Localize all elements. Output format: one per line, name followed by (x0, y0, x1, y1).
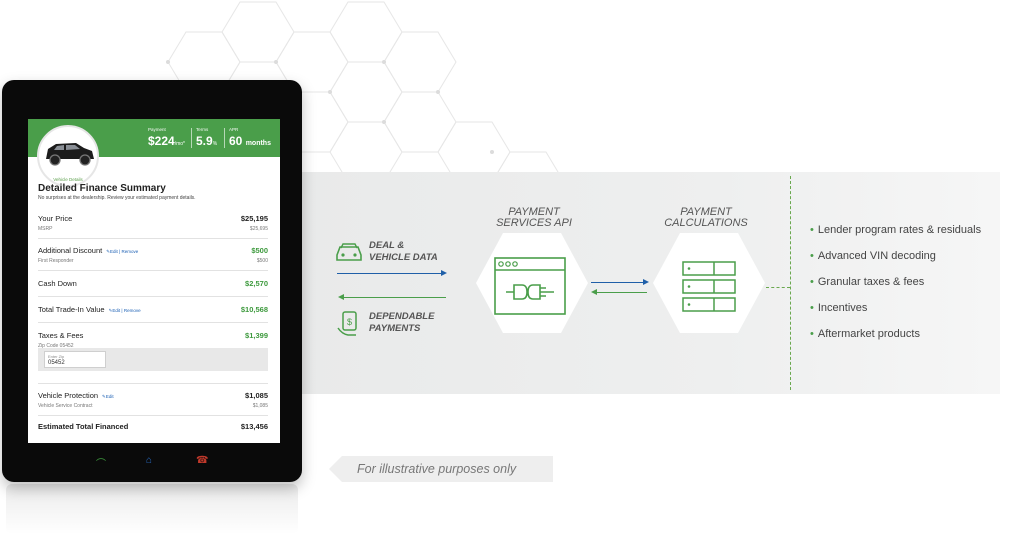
tablet-reflection (6, 484, 298, 534)
feature-item: •Incentives (810, 302, 981, 328)
zip-panel: Enter Zip 05452 (38, 348, 268, 371)
edit-link[interactable]: Edit (106, 394, 114, 399)
row-divider (38, 383, 268, 384)
tablet-screen: Payment $224/mo* Terms 5.9% APR 60 month… (28, 119, 280, 443)
stat-separator (224, 128, 225, 148)
summary-title: Detailed Finance Summary (38, 183, 166, 194)
car-icon (334, 240, 364, 264)
row-divider (38, 322, 268, 323)
summary-subtitle: No surprises at the dealership. Review y… (38, 195, 196, 201)
row-divider (38, 238, 268, 239)
dependable-payments-label: DEPENDABLE PAYMENTS (369, 311, 434, 335)
server-stack-icon (682, 260, 736, 314)
api-to-calc-arrow (591, 282, 647, 283)
api-label: PAYMENT SERVICES API (490, 207, 578, 229)
row-divider (38, 270, 268, 271)
response-arrow (340, 297, 446, 298)
feature-item: •Granular taxes & fees (810, 276, 981, 302)
row-divider (38, 296, 268, 297)
svg-text:$: $ (347, 317, 352, 327)
feature-item: •Lender program rates & residuals (810, 224, 981, 250)
edit-link[interactable]: Edit (112, 308, 120, 313)
feature-item: •Aftermarket products (810, 328, 981, 354)
suv-car-icon (40, 133, 98, 173)
remove-link[interactable]: Remove (124, 308, 141, 313)
vehicle-details-label: Vehicle Details (39, 177, 97, 182)
tablet-device: Payment $224/mo* Terms 5.9% APR 60 month… (2, 80, 302, 482)
feature-item: •Advanced VIN decoding (810, 250, 981, 276)
payment-value: $224 (148, 134, 175, 148)
terms-stat: Terms 5.9% (196, 127, 217, 150)
payment-stat: Payment $224/mo* (148, 127, 185, 150)
money-hand-icon: $ (336, 310, 362, 338)
calc-label: PAYMENT CALCULATIONS (658, 207, 754, 229)
phone-icon[interactable]: ⌒ (96, 455, 106, 470)
disclaimer-banner: For illustrative purposes only (329, 456, 553, 482)
request-arrow (337, 273, 445, 274)
apr-stat: APR 60 months (229, 127, 271, 150)
apr-value: 60 (229, 134, 242, 148)
remove-link[interactable]: Remove (121, 249, 138, 254)
edit-link[interactable]: Edit (110, 249, 118, 254)
deal-vehicle-label: DEAL & VEHICLE DATA (369, 240, 438, 264)
terms-value: 5.9 (196, 134, 213, 148)
dashed-divider (790, 176, 791, 390)
calc-connector (766, 287, 790, 288)
vehicle-thumbnail[interactable]: Vehicle Details (37, 125, 99, 187)
zip-input[interactable]: Enter Zip 05452 (44, 351, 106, 368)
home-icon[interactable]: ⌂ (146, 455, 152, 466)
row-divider (38, 415, 268, 416)
feature-list: •Lender program rates & residuals •Advan… (810, 224, 981, 354)
plug-window-icon (494, 257, 566, 315)
disclaimer-text: For illustrative purposes only (357, 462, 516, 476)
calc-to-api-arrow (593, 292, 647, 293)
stat-separator (191, 128, 192, 148)
end-call-icon[interactable]: ☎ (196, 455, 208, 466)
